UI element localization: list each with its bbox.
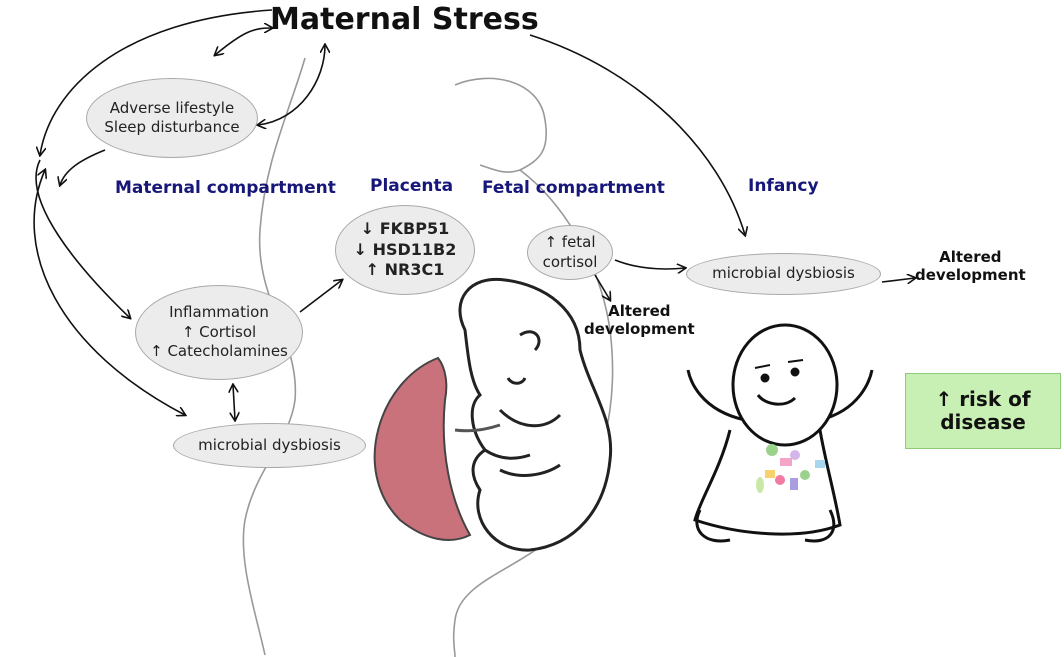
risk-of-disease-box: ↑ risk of disease: [905, 373, 1061, 449]
arrow-inflam-dysbiosis: [233, 385, 235, 420]
arrow-inflam-placenta: [300, 280, 342, 312]
node-infant-dysbiosis-label: microbial dysbiosis: [712, 264, 855, 284]
outcome-infant-line2: development: [915, 266, 1026, 284]
arrow-cortisol-infant: [615, 260, 685, 269]
arrow-loop-dysbiosis: [34, 170, 185, 415]
arrow-lifestyle-down: [60, 150, 105, 185]
node-inflammation-line3: ↑ Catecholamines: [150, 342, 288, 362]
node-lifestyle-line2: Sleep disturbance: [104, 118, 239, 138]
node-fetal-cortisol-line1: ↑ fetal: [544, 233, 595, 253]
node-inflammation-line1: Inflammation: [169, 303, 269, 323]
outcome-infant-altered-development: Altered development: [915, 248, 1026, 284]
header-infancy: Infancy: [748, 176, 819, 196]
header-fetal-compartment: Fetal compartment: [482, 178, 665, 198]
node-lifestyle-line1: Adverse lifestyle: [110, 99, 234, 119]
arrow-stress-infancy: [530, 35, 745, 235]
node-maternal-dysbiosis: microbial dysbiosis: [173, 423, 366, 468]
node-fetal-cortisol-line2: cortisol: [543, 253, 598, 273]
gene-nr3c1: ↑ NR3C1: [366, 260, 445, 281]
risk-line2: disease: [940, 411, 1026, 434]
node-fetal-cortisol: ↑ fetal cortisol: [527, 225, 613, 280]
node-inflammation: Inflammation ↑ Cortisol ↑ Catecholamines: [135, 285, 303, 380]
risk-line1: ↑ risk of: [935, 388, 1030, 411]
node-placenta-genes: ↓ FKBP51 ↓ HSD11B2 ↑ NR3C1: [335, 205, 475, 295]
arrow-stress-lifestyle-2: [258, 45, 325, 125]
node-infant-dysbiosis: microbial dysbiosis: [686, 253, 881, 295]
gene-fkbp51: ↓ FKBP51: [361, 219, 450, 240]
arrow-stress-lifestyle: [215, 28, 272, 55]
outcome-fetal-line1: Altered: [584, 302, 695, 320]
title-maternal-stress: Maternal Stress: [270, 2, 539, 37]
header-placenta: Placenta: [370, 176, 453, 196]
outcome-fetal-altered-development: Altered development: [584, 302, 695, 338]
arrow-infant-altered: [882, 278, 915, 282]
header-maternal-compartment: Maternal compartment: [115, 178, 336, 198]
placenta-shape: [375, 358, 470, 540]
gene-hsd11b2: ↓ HSD11B2: [354, 240, 457, 261]
node-lifestyle: Adverse lifestyle Sleep disturbance: [86, 78, 258, 158]
node-maternal-dysbiosis-label: microbial dysbiosis: [198, 436, 341, 456]
outcome-infant-line1: Altered: [915, 248, 1026, 266]
outcome-fetal-line2: development: [584, 320, 695, 338]
baby-illustration: [688, 325, 872, 541]
node-inflammation-line2: ↑ Cortisol: [182, 323, 256, 343]
